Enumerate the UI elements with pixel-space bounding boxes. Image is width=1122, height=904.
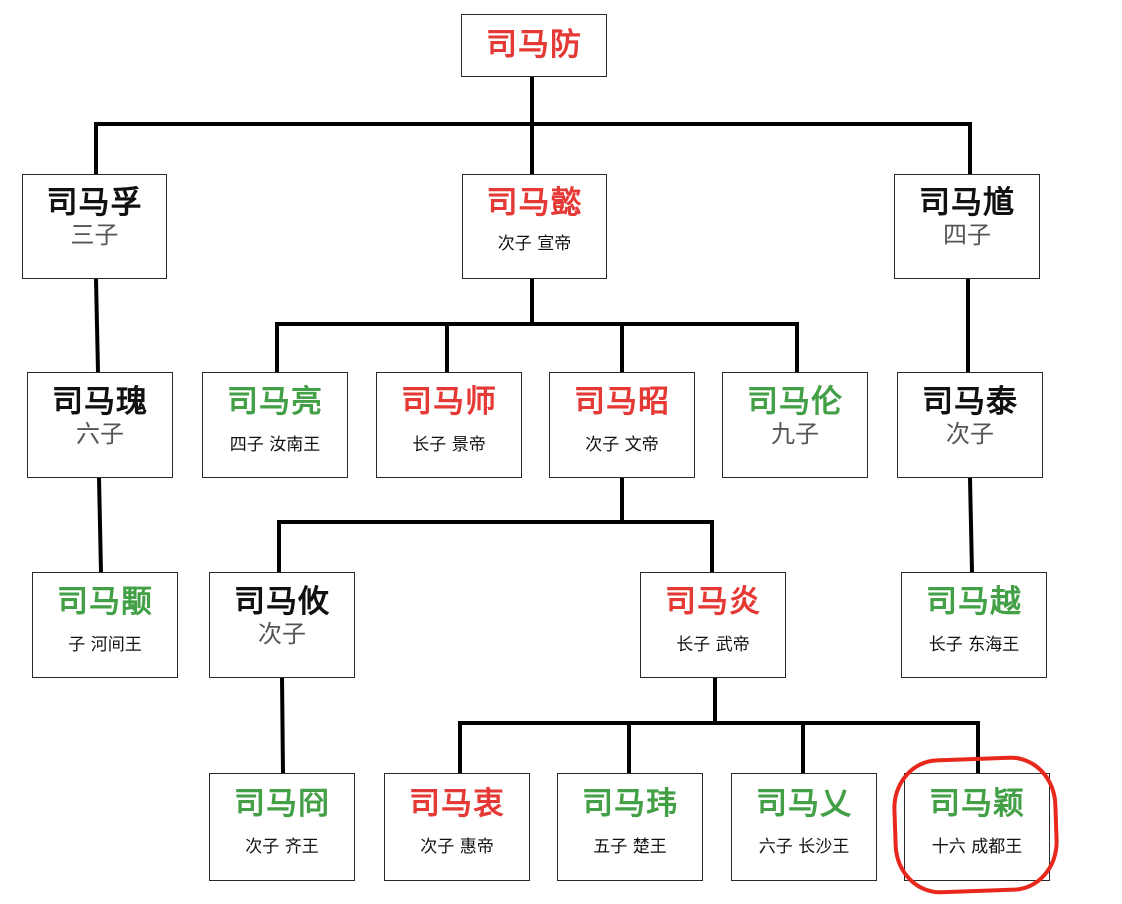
person-name: 司马衷 xyxy=(409,786,505,822)
person-desc: 子 河间王 xyxy=(68,635,142,655)
person-name: 司马乂 xyxy=(756,786,852,822)
person-desc: 次子 文帝 xyxy=(585,435,659,455)
person-name: 司马攸 xyxy=(234,584,330,620)
node-sima-jiong: 司马冏 次子 齐王 xyxy=(209,773,355,881)
person-name: 司马孚 xyxy=(46,185,143,221)
node-sima-you: 司马攸 次子 xyxy=(209,572,355,678)
node-sima-yue: 司马越 长子 东海王 xyxy=(901,572,1047,678)
node-sima-kui: 司马馗 四子 xyxy=(894,174,1040,279)
person-name: 司马颖 xyxy=(929,786,1025,822)
node-sima-shi: 司马师 长子 景帝 xyxy=(376,372,522,478)
node-sima-wei: 司马玮 五子 楚王 xyxy=(557,773,703,881)
person-name: 司马防 xyxy=(486,27,582,63)
person-desc: 次子 宣帝 xyxy=(497,234,572,254)
node-sima-ai: 司马乂 六子 长沙王 xyxy=(731,773,877,881)
node-sima-zhao: 司马昭 次子 文帝 xyxy=(549,372,695,478)
person-name: 司马瑰 xyxy=(52,384,148,420)
person-name: 司马泰 xyxy=(922,384,1018,420)
person-name: 司马懿 xyxy=(486,185,583,221)
person-name: 司马昭 xyxy=(574,384,670,420)
person-name: 司马炎 xyxy=(665,584,761,620)
node-sima-fu: 司马孚 三子 xyxy=(22,174,167,279)
node-sima-fang: 司马防 xyxy=(461,14,607,77)
person-name: 司马伦 xyxy=(747,384,843,420)
node-sima-yan: 司马炎 长子 武帝 xyxy=(640,572,786,678)
person-desc: 六子 xyxy=(76,420,124,448)
person-name: 司马颙 xyxy=(57,584,153,620)
person-desc: 六子 长沙王 xyxy=(758,837,850,857)
person-desc: 次子 xyxy=(946,420,994,448)
person-desc: 三子 xyxy=(70,221,119,249)
person-desc: 长子 东海王 xyxy=(928,635,1020,655)
person-desc: 四子 xyxy=(943,221,991,249)
node-sima-zhong: 司马衷 次子 惠帝 xyxy=(384,773,530,881)
person-name: 司马师 xyxy=(401,384,497,420)
person-desc: 九子 xyxy=(771,420,819,448)
node-sima-gui: 司马瑰 六子 xyxy=(27,372,173,478)
person-name: 司马越 xyxy=(926,584,1022,620)
node-sima-lun: 司马伦 九子 xyxy=(722,372,868,478)
node-sima-liang: 司马亮 四子 汝南王 xyxy=(202,372,348,478)
person-desc: 次子 惠帝 xyxy=(420,837,494,857)
node-sima-yong: 司马颙 子 河间王 xyxy=(32,572,178,678)
person-desc: 次子 xyxy=(258,620,306,648)
person-desc: 十六 成都王 xyxy=(931,837,1023,857)
node-sima-yi: 司马懿 次子 宣帝 xyxy=(462,174,607,279)
person-name: 司马亮 xyxy=(227,384,323,420)
person-desc: 长子 武帝 xyxy=(676,635,750,655)
person-name: 司马冏 xyxy=(234,786,330,822)
node-sima-tai: 司马泰 次子 xyxy=(897,372,1043,478)
person-desc: 次子 齐王 xyxy=(245,837,319,857)
person-desc: 四子 汝南王 xyxy=(229,435,321,455)
person-desc: 五子 楚王 xyxy=(593,837,667,857)
person-desc: 长子 景帝 xyxy=(412,435,486,455)
person-name: 司马玮 xyxy=(582,786,678,822)
person-name: 司马馗 xyxy=(919,185,1015,221)
node-sima-ying: 司马颖 十六 成都王 xyxy=(904,773,1050,881)
